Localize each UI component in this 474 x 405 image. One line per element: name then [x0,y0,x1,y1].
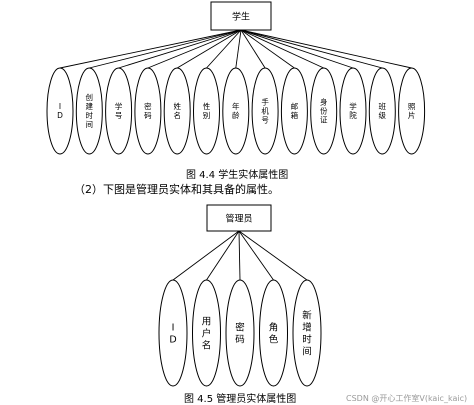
student-attribute-ellipse [46,67,74,155]
admin-entity-label: 管理员 [225,213,252,225]
csdn-watermark: CSDN @开心工作室V(kaic_kaic) [346,394,468,403]
student-edge [240,29,383,69]
admin-attribute-label: 密码 [235,321,245,345]
student-attribute-label: 班级 [379,101,387,120]
student-edge [59,29,242,69]
student-attribute-label: 年龄 [232,101,240,120]
student-edge [240,29,324,69]
student-attribute-ellipse [368,67,396,155]
student-edge [240,29,354,69]
student-edge [240,29,412,69]
student-attribute-ellipse [222,67,250,155]
admin-edge [238,230,274,281]
admin-attribute-ellipse [192,279,221,387]
student-attribute-ellipse [310,67,338,155]
admin-edge [172,230,240,281]
diagram2-caption: 图 4.5 管理员实体属性图 [184,394,297,405]
student-edge [89,29,242,69]
student-attribute-label: 姓名 [173,101,181,120]
admin-attribute-ellipse [158,279,188,387]
student-attribute-label: 密码 [144,101,152,120]
student-attribute-label: 学院 [349,101,357,120]
student-attribute-label: 身份证 [320,97,328,125]
student-edge [235,29,242,69]
student-edge [206,29,242,69]
admin-attribute-ellipse [292,279,322,387]
student-attribute-ellipse [75,67,103,155]
student-edge [176,29,242,69]
student-attribute-label: 创建时间 [86,92,94,129]
student-attribute-ellipse [193,67,220,155]
student-edge [118,29,242,69]
admin-edge [206,230,240,281]
student-attribute-ellipse [251,67,279,155]
student-attribute-ellipse [339,67,367,155]
student-attribute-ellipse [398,67,426,155]
admin-attribute-ellipse [259,279,288,387]
student-edge [240,29,295,69]
student-attribute-label: 手机号 [261,97,269,125]
admin-attribute-label: 新增时间 [302,309,312,357]
admin-edge [238,230,241,281]
admin-edge [238,230,308,281]
admin-entity-box [206,204,272,232]
student-attribute-ellipse [163,67,191,155]
student-attribute-label: 照片 [408,102,416,120]
student-attribute-ellipse [280,67,308,155]
student-attribute-label: 学号 [115,101,123,120]
student-entity-label: 学生 [232,11,250,23]
section-paragraph: （2）下图是管理员实体和其具备的属性。 [74,183,279,196]
student-attribute-ellipse [105,67,133,155]
student-attribute-label: 性别 [203,101,211,120]
admin-attribute-label: 用户名 [202,316,212,351]
student-edge [147,29,242,69]
admin-attribute-label: 角色 [269,321,279,345]
student-attribute-ellipse [134,67,162,155]
admin-attribute-ellipse [225,279,255,387]
diagram1-caption: 图 4.4 学生实体属性图 [186,170,289,181]
student-attribute-label: 邮箱 [291,101,299,120]
student-entity-box [210,1,272,31]
student-edge [240,29,266,69]
